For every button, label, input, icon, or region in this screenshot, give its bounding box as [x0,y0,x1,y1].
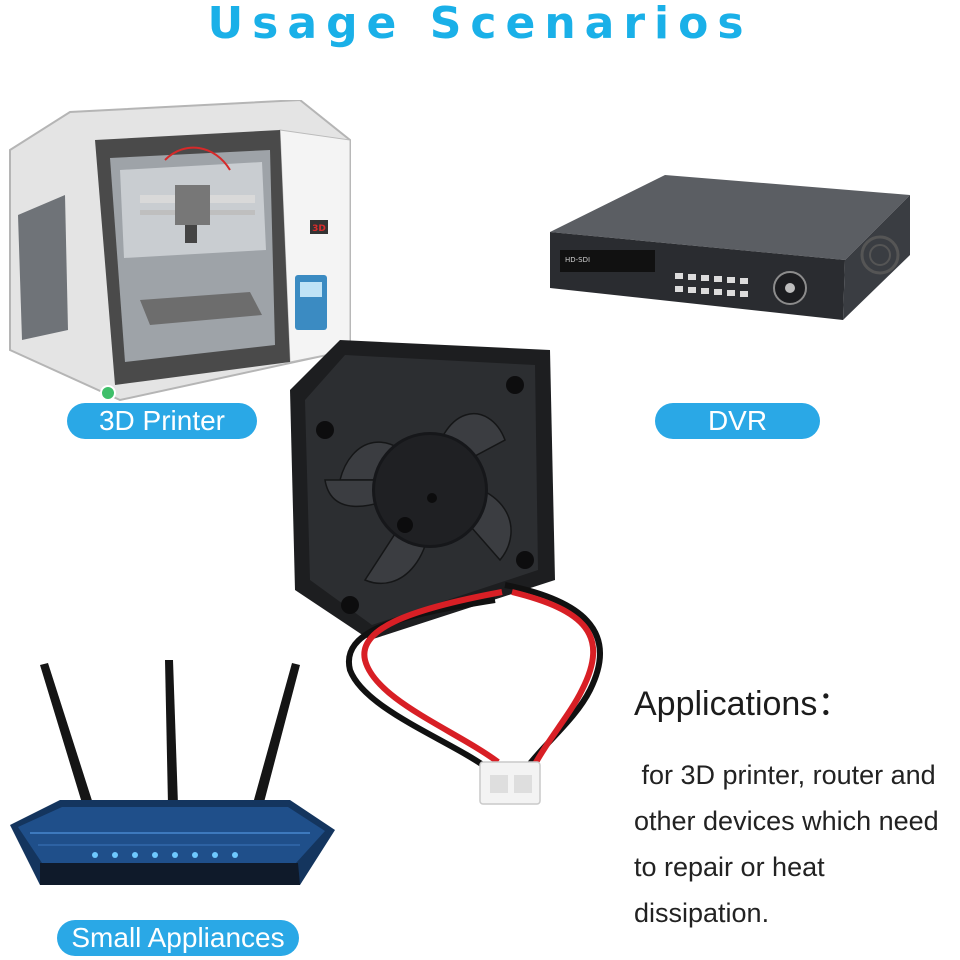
3d-printer-illustration: 3D [9,100,351,402]
label-3d-printer: 3D Printer [67,403,257,439]
applications-line: dissipation. [634,898,770,928]
cooling-fan-illustration [290,340,603,805]
router-illustration [10,660,335,885]
printer-badge: 3D [312,224,326,234]
applications-line: to repair or heat [634,852,825,882]
applications-line: for 3D printer, router and [634,760,936,790]
label-small-appliances: Small Appliances [57,920,299,956]
applications-description: for 3D printer, router and other devices… [634,752,958,936]
label-dvr: DVR [655,403,820,439]
applications-heading: Applications： [634,685,852,723]
applications-line: other devices which need [634,806,939,836]
dvr-illustration: HD-SDI [550,175,910,320]
dvr-badge: HD-SDI [565,256,590,264]
page-title: Usage Scenarios [207,0,753,49]
